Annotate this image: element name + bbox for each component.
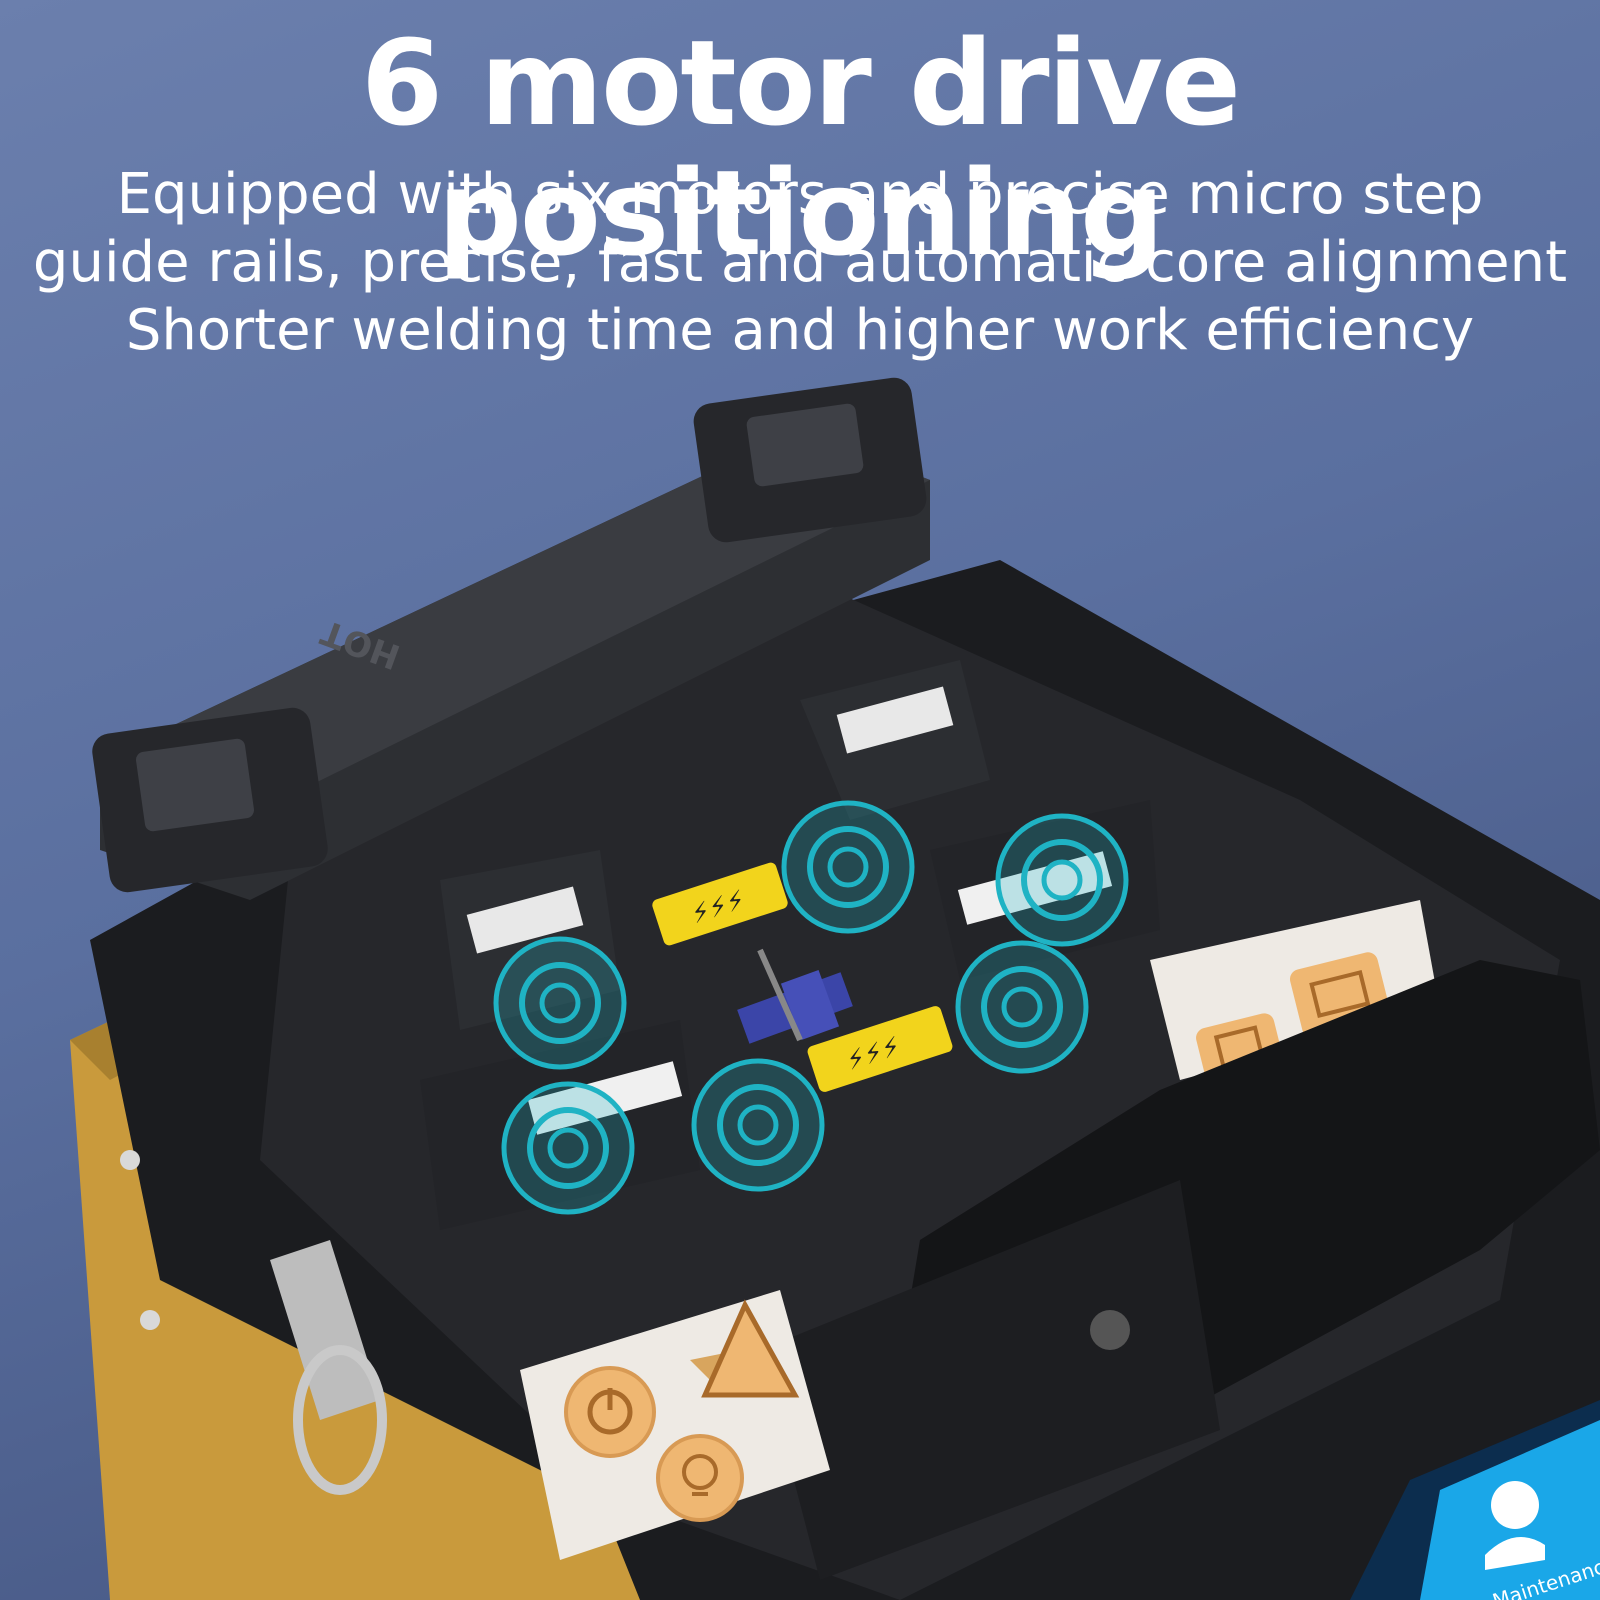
heater-lid[interactable]: HOT xyxy=(90,375,930,900)
fiber-holder-left[interactable] xyxy=(420,850,700,1230)
subtitle-line-2: guide rails, precise, fast and automatic… xyxy=(32,230,1568,295)
v-groove-assembly xyxy=(737,948,853,1044)
motor-indicator-2 xyxy=(995,813,1129,947)
motor-indicator-4 xyxy=(955,940,1089,1074)
warning-triangle-button xyxy=(690,1299,800,1398)
carry-handle-latch[interactable] xyxy=(270,1240,387,1495)
headline: 6 motor drive positioning xyxy=(360,14,1241,282)
warning-label-upper: ⚡⚡⚡ xyxy=(652,862,788,946)
light-button[interactable] xyxy=(656,1434,744,1522)
subtitle-line-1: Equipped with six motors and precise mic… xyxy=(116,162,1484,227)
touch-screen[interactable] xyxy=(1350,1400,1600,1600)
subtitle-line-3: Shorter welding time and higher work eff… xyxy=(125,298,1475,363)
motor-indicator-3 xyxy=(493,936,627,1070)
motor-indicator-5 xyxy=(691,1058,825,1192)
user-add-icon xyxy=(1491,1481,1539,1529)
maintenance-tile[interactable] xyxy=(1485,1481,1545,1570)
power-button[interactable] xyxy=(564,1366,656,1458)
light-bulb-icon xyxy=(682,1454,718,1490)
motor-indicator-1 xyxy=(781,800,915,934)
motor-indicator-6 xyxy=(501,1081,635,1215)
warning-triangle-icon xyxy=(701,1299,800,1398)
warning-label-lower: ⚡⚡⚡ xyxy=(807,1006,953,1092)
heater-icon xyxy=(1309,970,1371,1019)
